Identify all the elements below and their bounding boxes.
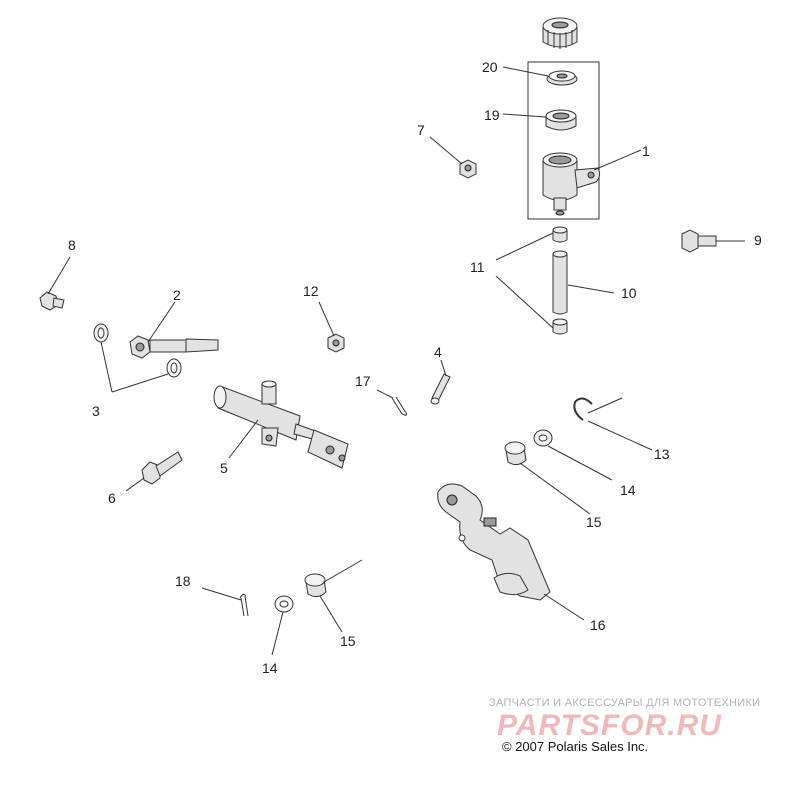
washers-part-3 [93,323,182,378]
master-cylinder-part-5 [213,380,349,469]
callout-4: 4 [434,344,442,360]
diaphragm-part [546,70,578,86]
hose-and-caps [552,226,568,335]
cotter-pin-part-17 [391,396,407,416]
bolt-part-6 [141,451,183,485]
callout-15-right: 15 [586,514,602,530]
banjo-line-part-2 [129,335,219,359]
callout-5: 5 [220,460,228,476]
bushing-part-15-bottom [304,573,327,598]
watermark-logo: PARTSFOR.RU [497,709,722,742]
cotter-pin-part-18 [239,593,249,617]
leader-lines [47,66,745,656]
callout-7: 7 [417,122,425,138]
callout-1: 1 [642,143,650,159]
bolt-part-9 [681,229,717,253]
callout-17: 17 [355,373,371,389]
reservoir-body [542,152,601,216]
callout-20: 20 [482,59,498,75]
brake-pedal-part-16 [437,483,551,601]
callout-10: 10 [621,285,637,301]
callout-19: 19 [484,107,500,123]
callout-6: 6 [108,490,116,506]
clip-part-13 [573,397,593,421]
callout-16: 16 [590,617,606,633]
nut-part-7 [459,159,477,179]
callout-12: 12 [303,283,319,299]
watermark-tagline: ЗАПЧАСТИ И АКСЕССУАРЫ ДЛЯ МОТОТЕХНИКИ [489,697,760,709]
callout-3: 3 [92,403,100,419]
callout-9: 9 [754,232,762,248]
callout-15-bottom: 15 [340,633,356,649]
callout-13: 13 [654,446,670,462]
callout-2: 2 [173,287,181,303]
nut-part-12 [327,333,345,353]
bushing-part-15-right [504,441,527,466]
pin-part-4 [430,373,451,405]
callout-14-right: 14 [620,482,636,498]
callout-18: 18 [175,573,191,589]
washer-part-14-right [533,429,553,447]
reservoir-group-box [527,61,600,220]
washer-part-14-bottom [274,595,294,613]
bleeder-part-8 [39,291,65,311]
reservoir-cap [542,17,578,49]
plate-part [545,109,577,131]
callout-14-bottom: 14 [262,660,278,676]
callout-11: 11 [470,259,485,275]
copyright-text: © 2007 Polaris Sales Inc. [502,739,648,754]
callout-8: 8 [68,237,76,253]
